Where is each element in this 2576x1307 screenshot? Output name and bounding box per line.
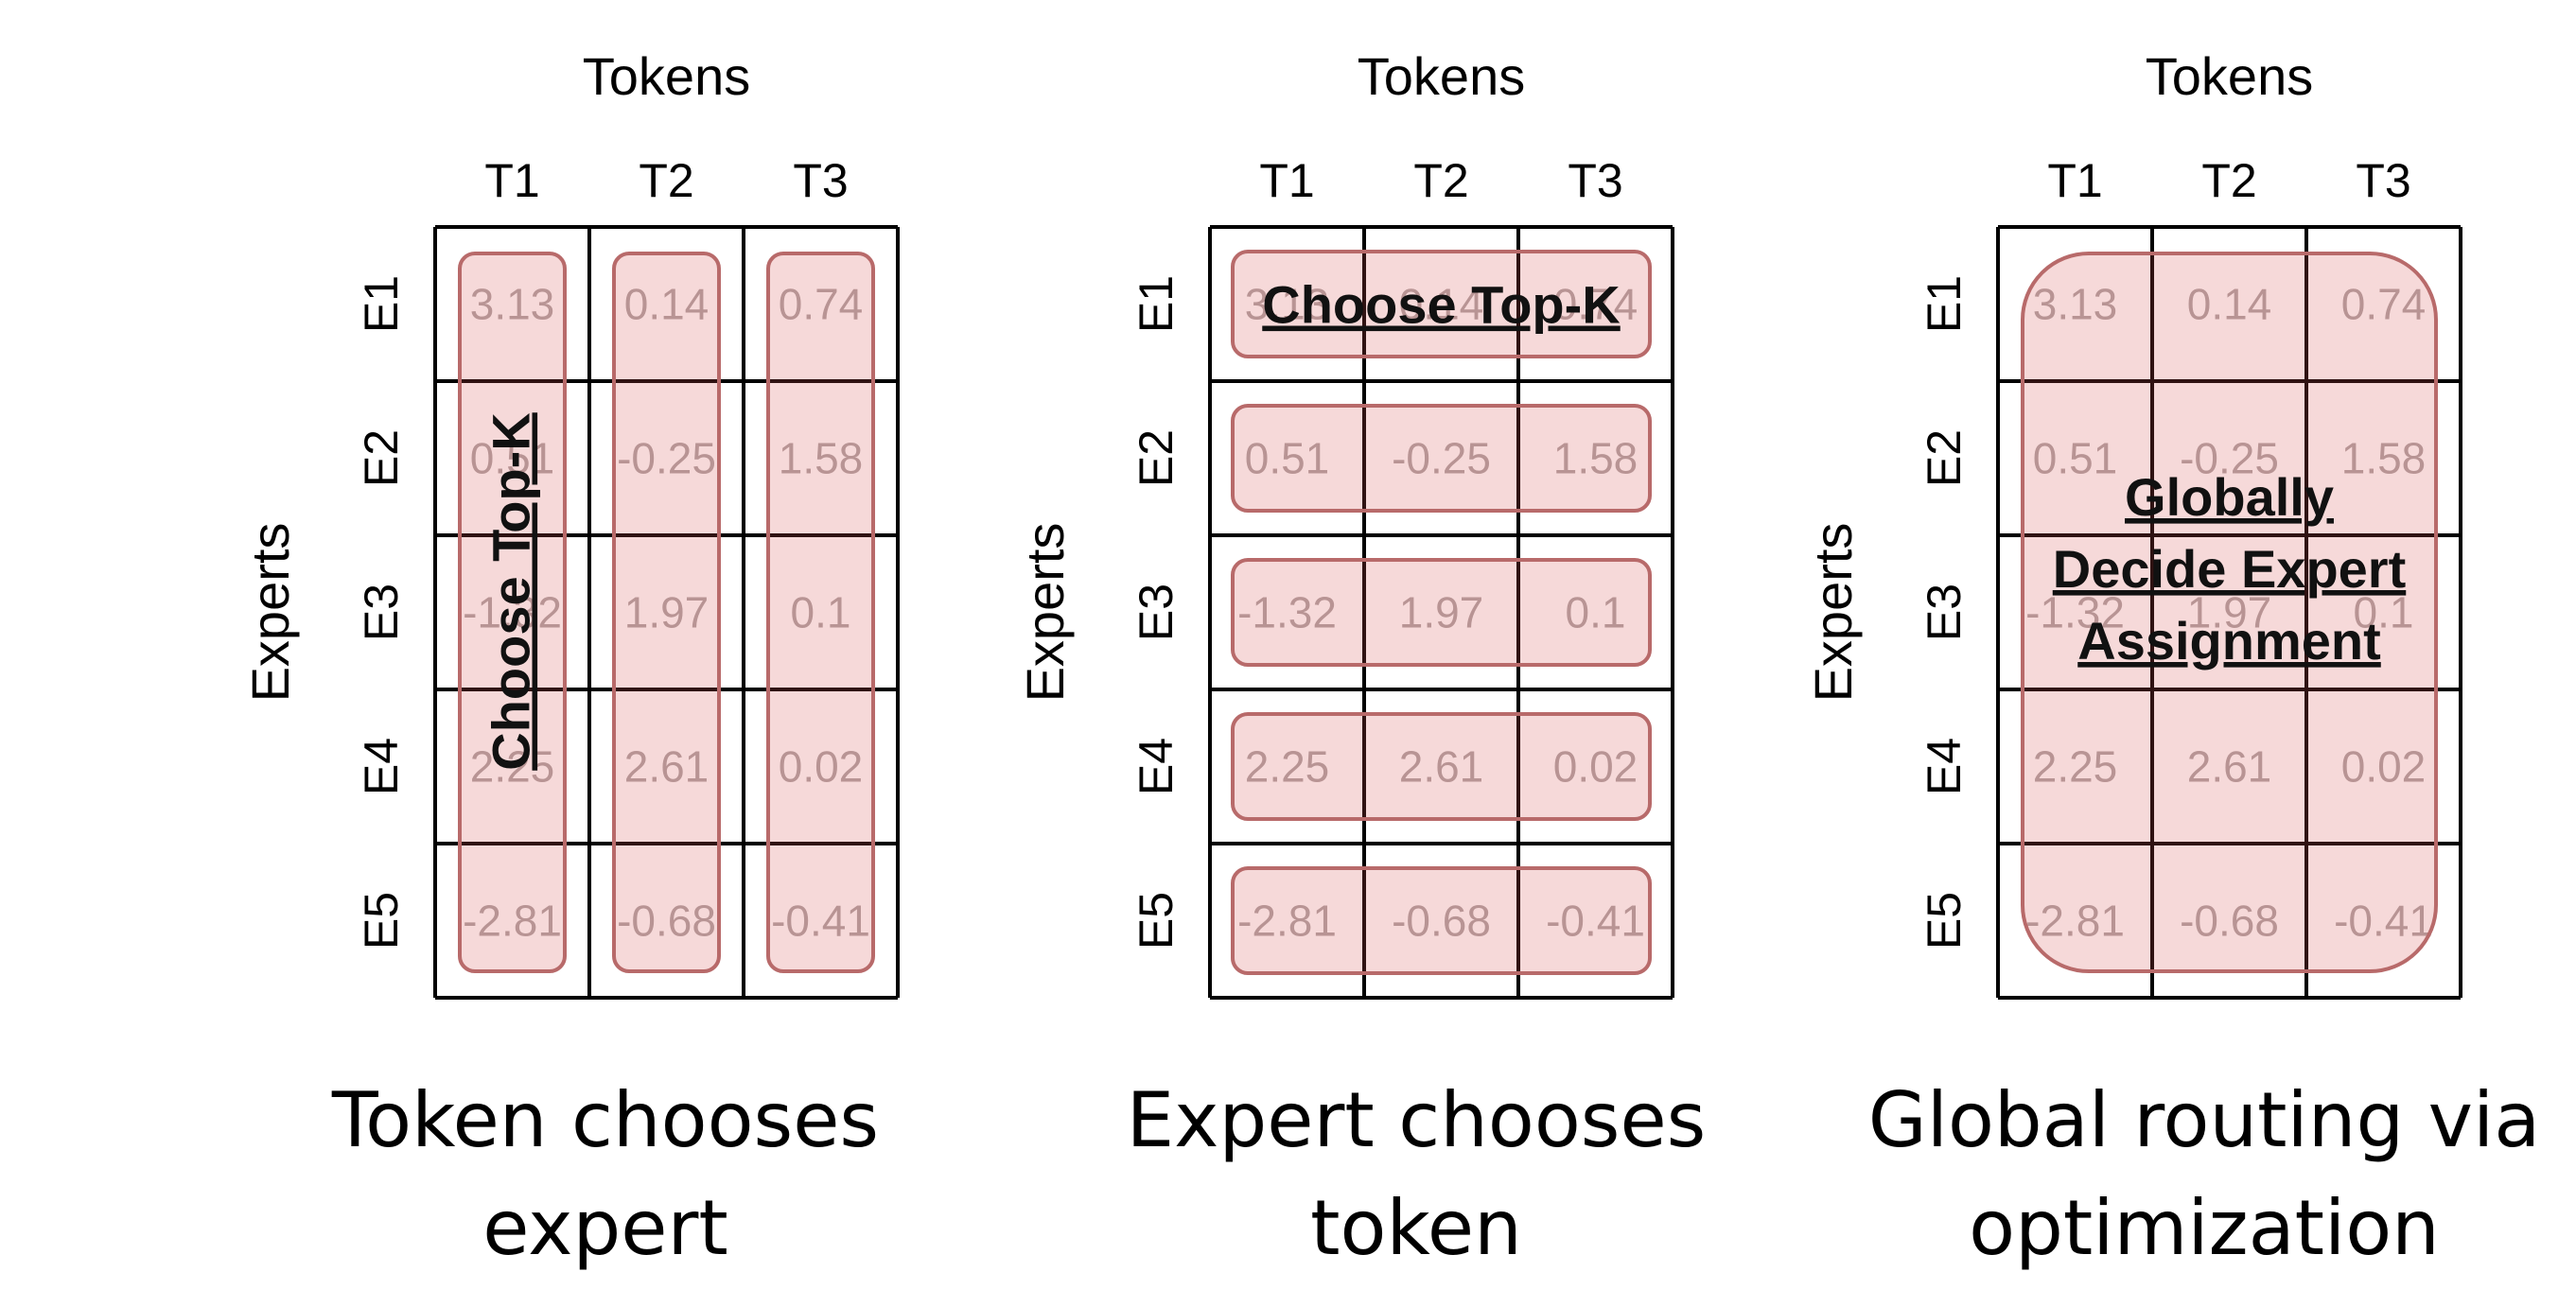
column-highlight: [766, 252, 875, 973]
row-highlight: [1231, 404, 1652, 513]
cell-value: 1.58: [1553, 434, 1638, 483]
cell-value: 3.13: [1245, 280, 1330, 329]
row-label: E1: [1130, 275, 1183, 333]
column-label: T1: [2047, 154, 2102, 207]
column-label: T2: [2201, 154, 2256, 207]
column-label: T3: [1568, 154, 1622, 207]
cell-value: 1.97: [2187, 588, 2272, 637]
row-highlight: [1231, 712, 1652, 821]
overlay-label-line: Globally: [2125, 467, 2334, 527]
cell-value: -2.81: [2025, 897, 2125, 946]
row-label: E4: [1130, 738, 1183, 795]
cell-value: 2.25: [1245, 742, 1330, 792]
cell-value: -2.81: [1237, 897, 1337, 946]
cell-value: -1.32: [1237, 588, 1337, 637]
cell-value: 0.1: [2354, 588, 2414, 637]
caption-line: expert: [482, 1184, 727, 1272]
cell-value: 1.97: [1399, 588, 1484, 637]
row-label: E4: [355, 738, 408, 795]
cell-value: -0.41: [1546, 897, 1645, 946]
cell-value: 0.51: [470, 434, 555, 483]
cell-value: 3.13: [2033, 280, 2118, 329]
cell-value: 0.14: [1399, 280, 1484, 329]
cell-value: -0.68: [1392, 897, 1491, 946]
overlay-label-line: Decide Expert: [2053, 539, 2407, 599]
column-label: T1: [1259, 154, 1314, 207]
y-axis-title: Experts: [1803, 523, 1863, 703]
cell-value: 2.25: [470, 742, 555, 792]
y-axis-title: Experts: [1015, 523, 1075, 703]
cell-value: 2.61: [1399, 742, 1484, 792]
cell-value: -1.32: [463, 588, 562, 637]
x-axis-title: Tokens: [583, 46, 750, 106]
cell-value: -1.32: [2025, 588, 2125, 637]
column-label: T2: [1413, 154, 1468, 207]
overlay-label: Choose Top-K: [482, 412, 541, 770]
cell-value: -2.81: [463, 897, 562, 946]
cell-value: -0.41: [771, 897, 870, 946]
caption-line: token: [1310, 1184, 1522, 1272]
row-label: E2: [1130, 429, 1183, 487]
global-highlight: [2021, 252, 2438, 973]
x-axis-title: Tokens: [1358, 46, 1525, 106]
cell-value: -0.68: [2180, 897, 2279, 946]
caption-line: Expert chooses: [1127, 1076, 1707, 1164]
cell-value: 2.61: [2187, 742, 2272, 792]
y-axis-title: Experts: [240, 523, 300, 703]
cell-value: 3.13: [470, 280, 555, 329]
row-label: E3: [355, 584, 408, 641]
overlay-label: Choose Top-K: [1262, 275, 1620, 335]
cell-value: 0.02: [2341, 742, 2427, 792]
row-label: E1: [1918, 275, 1971, 333]
cell-value: 1.58: [2341, 434, 2427, 483]
row-label: E5: [355, 892, 408, 950]
cell-value: 0.1: [1566, 588, 1626, 637]
column-label: T1: [484, 154, 539, 207]
column-highlight: [458, 252, 567, 973]
caption-line: Global routing via: [1868, 1076, 2541, 1164]
cell-value: 0.51: [2033, 434, 2118, 483]
row-label: E1: [355, 275, 408, 333]
cell-value: 0.51: [1245, 434, 1330, 483]
cell-value: 0.14: [2187, 280, 2272, 329]
cell-value: -0.41: [2334, 897, 2433, 946]
cell-value: 0.14: [624, 280, 710, 329]
cell-value: 2.25: [2033, 742, 2118, 792]
cell-value: 1.58: [779, 434, 864, 483]
cell-value: -0.25: [2180, 434, 2279, 483]
caption-line: optimization: [1969, 1184, 2440, 1272]
column-highlight: [612, 252, 721, 973]
cell-value: -0.25: [617, 434, 716, 483]
row-label: E5: [1918, 892, 1971, 950]
row-label: E5: [1130, 892, 1183, 950]
column-label: T3: [793, 154, 848, 207]
row-label: E3: [1918, 584, 1971, 641]
caption-line: Token chooses: [331, 1076, 879, 1164]
row-highlight: [1231, 558, 1652, 667]
x-axis-title: Tokens: [2146, 46, 2313, 106]
cell-value: 0.74: [2341, 280, 2427, 329]
row-label: E2: [1918, 429, 1971, 487]
overlay-label-line: Assignment: [2077, 611, 2381, 671]
cell-value: -0.25: [1392, 434, 1491, 483]
cell-value: 0.1: [791, 588, 851, 637]
column-label: T2: [639, 154, 693, 207]
cell-value: 0.02: [779, 742, 864, 792]
cell-value: 1.97: [624, 588, 710, 637]
row-label: E4: [1918, 738, 1971, 795]
cell-value: -0.68: [617, 897, 716, 946]
cell-value: 0.74: [779, 280, 864, 329]
cell-value: 0.74: [1553, 280, 1638, 329]
row-label: E3: [1130, 584, 1183, 641]
cell-value: 0.02: [1553, 742, 1638, 792]
row-label: E2: [355, 429, 408, 487]
column-label: T3: [2356, 154, 2410, 207]
row-highlight: [1231, 250, 1652, 358]
row-highlight: [1231, 866, 1652, 975]
cell-value: 2.61: [624, 742, 710, 792]
